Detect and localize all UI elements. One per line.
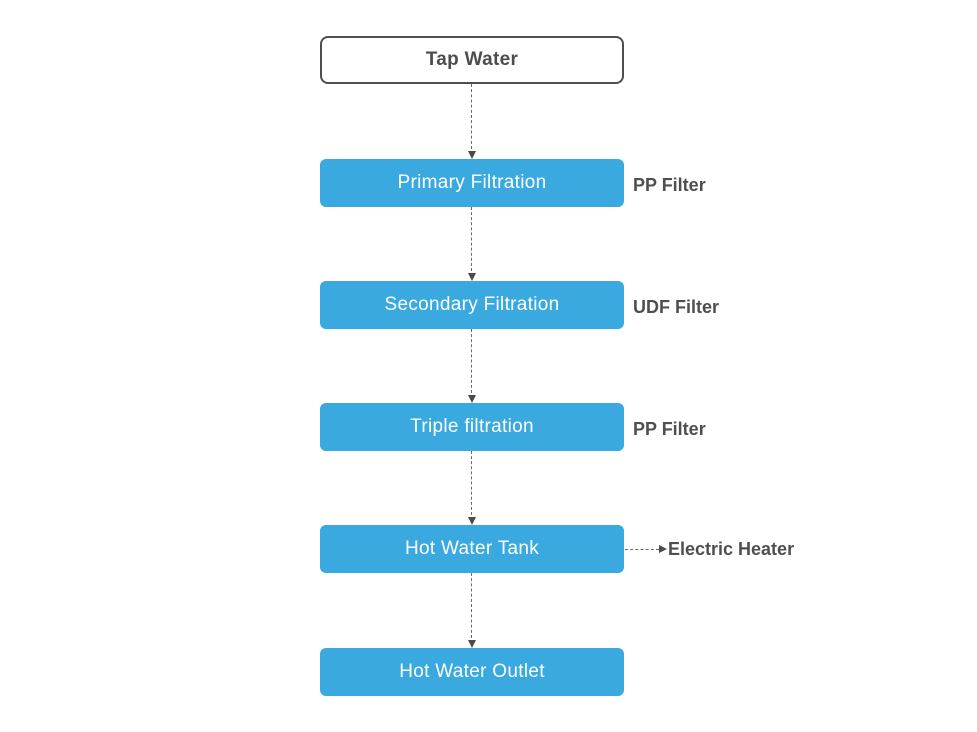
arrowhead-down-icon	[468, 395, 476, 403]
connector-line	[471, 573, 472, 638]
arrowhead-down-icon	[468, 273, 476, 281]
node-hot-water-tank: Hot Water Tank	[320, 525, 624, 573]
connector-line	[471, 84, 472, 149]
connector-triple-to-tank	[468, 451, 476, 525]
connector-line	[471, 207, 472, 271]
annotation-pp-filter-1: PP Filter	[633, 174, 706, 195]
node-label: Triple filtration	[410, 416, 534, 437]
node-tap-water: Tap Water	[320, 36, 624, 84]
annotation-electric-heater: Electric Heater	[668, 538, 795, 559]
connector-line	[471, 451, 472, 515]
arrowhead-down-icon	[468, 517, 476, 525]
arrowhead-down-icon	[468, 640, 476, 648]
node-label: Secondary Filtration	[384, 294, 560, 315]
node-label: Tap Water	[425, 49, 519, 70]
connector-tank-to-outlet	[468, 573, 476, 648]
node-triple-filtration: Triple filtration	[320, 403, 624, 451]
annotation-pp-filter-2: PP Filter	[633, 418, 706, 439]
connector-line	[471, 329, 472, 393]
arrowhead-down-icon	[468, 151, 476, 159]
arrowhead-right-icon	[659, 545, 667, 553]
node-label: Primary Filtration	[397, 172, 547, 193]
node-primary-filtration: Primary Filtration	[320, 159, 624, 207]
node-hot-water-outlet: Hot Water Outlet	[320, 648, 624, 696]
connector-primary-to-secondary	[468, 207, 476, 281]
connector-tap-to-primary	[468, 84, 476, 159]
node-label: Hot Water Outlet	[399, 661, 545, 682]
connector-line	[625, 549, 659, 550]
annotation-udf-filter: UDF Filter	[633, 296, 720, 317]
connector-secondary-to-triple	[468, 329, 476, 403]
node-secondary-filtration: Secondary Filtration	[320, 281, 624, 329]
node-label: Hot Water Tank	[404, 538, 540, 559]
